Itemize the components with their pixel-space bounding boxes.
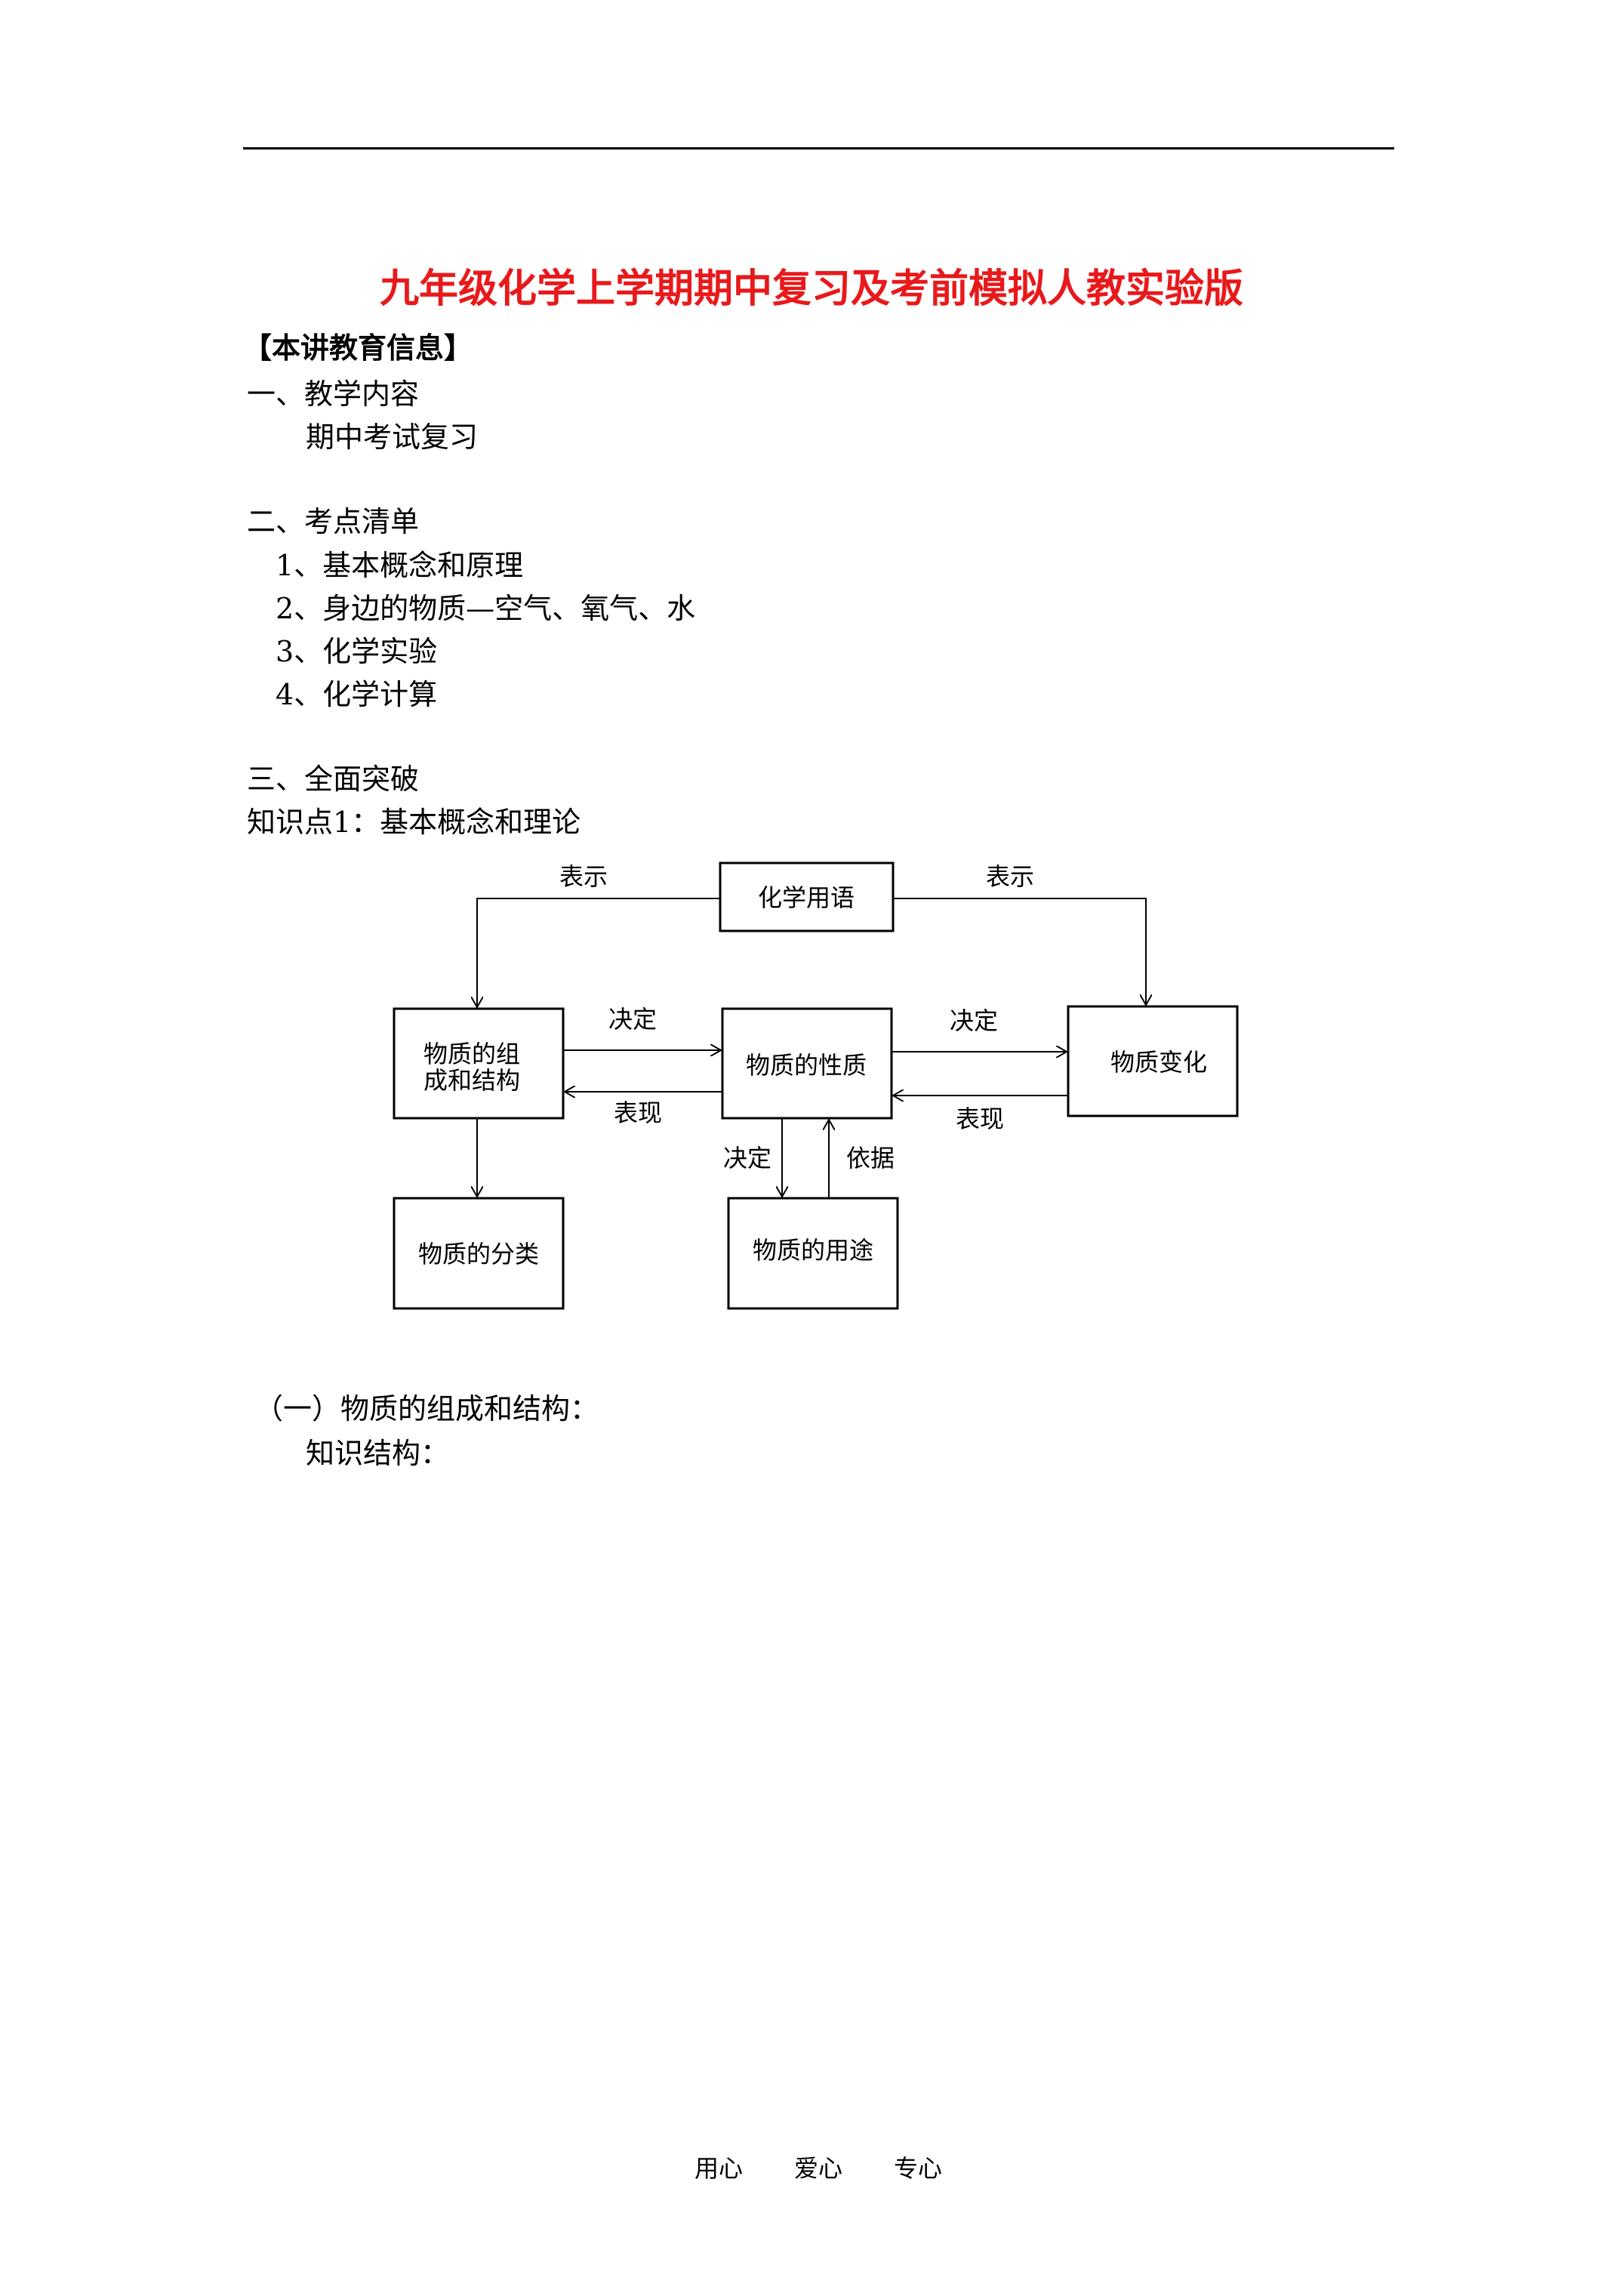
- checklist-item: 2、身边的物质—空气、氧气、水: [276, 592, 696, 625]
- box-classification: [393, 1197, 565, 1310]
- arrow-represent-right: [893, 898, 1146, 1005]
- subsection-heading: （一）物质的组成和结构：: [254, 1392, 599, 1425]
- box-label-change: 物质变化: [1110, 1048, 1207, 1077]
- box-label-classification: 物质的分类: [418, 1240, 539, 1268]
- section-header: 【本讲教育信息】: [243, 331, 473, 365]
- footer-text: 用心: [694, 2154, 744, 2183]
- checklist-item: 1、基本概念和原理: [276, 549, 524, 582]
- label-represent-left: 表示: [559, 862, 608, 891]
- header-rule: [243, 147, 1394, 149]
- label-determine-down: 决定: [723, 1144, 771, 1173]
- teaching-content-heading: 一、教学内容: [247, 378, 420, 411]
- box-label-composition-1: 物质的组: [423, 1040, 520, 1068]
- document-title: 九年级化学上学期期中复习及考前模拟人教实验版: [379, 266, 1243, 312]
- breakthrough-heading: 三、全面突破: [247, 763, 420, 796]
- label-manifest-right: 表现: [956, 1105, 1004, 1133]
- footer-text: 专心: [894, 2154, 943, 2183]
- checklist-item: 3、化学实验: [276, 635, 438, 668]
- subsection-text: 知识结构：: [306, 1437, 450, 1470]
- label-basis: 依据: [846, 1144, 895, 1173]
- teaching-content-text: 期中考试复习: [306, 421, 479, 454]
- label-determine-left: 决定: [608, 1005, 657, 1034]
- footer-text: 爱心: [794, 2154, 843, 2183]
- checklist-item: 4、化学计算: [276, 678, 438, 711]
- knowledge-point-title: 知识点1：基本概念和理论: [247, 806, 581, 839]
- label-manifest-left: 表现: [614, 1099, 662, 1127]
- label-represent-right: 表示: [986, 862, 1034, 891]
- box-label-chem-language: 化学用语: [758, 883, 855, 912]
- box-chem-language: [719, 861, 895, 932]
- box-uses: [727, 1197, 899, 1310]
- box-properties: [721, 1007, 893, 1120]
- concept-diagram: 化学用语 物质的组 成和结构 物质的性质 物质变化 物质的分类 物质的用途 表示…: [393, 861, 1239, 1310]
- box-composition-structure: [393, 1007, 565, 1120]
- checklist-heading: 二、考点清单: [247, 505, 420, 538]
- arrow-represent-left: [477, 898, 720, 1007]
- box-label-properties: 物质的性质: [746, 1051, 867, 1080]
- box-change: [1067, 1005, 1239, 1117]
- box-label-composition-2: 成和结构: [423, 1066, 520, 1095]
- label-determine-right: 决定: [950, 1006, 998, 1035]
- box-label-uses: 物质的用途: [753, 1236, 873, 1265]
